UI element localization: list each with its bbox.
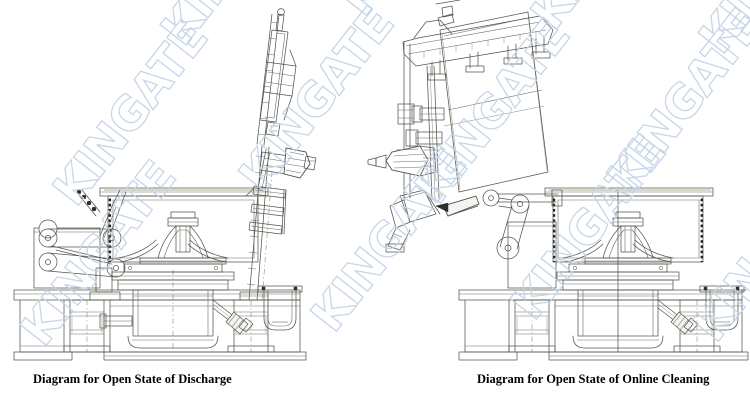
vessel-shell-right bbox=[544, 187, 714, 263]
lattice-mast-left bbox=[235, 8, 317, 301]
support-leg-left-1 bbox=[63, 299, 111, 353]
counterweight-bracket-right bbox=[385, 189, 441, 253]
internal-conical-insert-left bbox=[117, 211, 229, 265]
diagram-left bbox=[13, 8, 317, 361]
hinge-linkage-left bbox=[33, 189, 127, 301]
support-leg-right-2 bbox=[673, 299, 721, 353]
spray-nozzle-assembly-right bbox=[367, 103, 445, 177]
mast-pivot-head-left bbox=[259, 147, 317, 179]
lower-outlet-cone-left bbox=[127, 270, 219, 352]
lid-connector-left bbox=[245, 149, 271, 197]
top-manifold-header-right bbox=[402, 0, 554, 81]
base-skid-frame-right bbox=[458, 289, 749, 361]
guide-rods-right bbox=[403, 41, 440, 201]
lower-outlet-cone-right bbox=[572, 189, 664, 353]
return-pipe-left-diagram bbox=[257, 285, 303, 331]
side-pipe-left bbox=[99, 313, 133, 329]
discharge-nozzle-left bbox=[212, 299, 254, 335]
vessel-shell-left bbox=[99, 187, 269, 263]
support-leg-right-1 bbox=[508, 299, 556, 353]
diagram-right bbox=[257, 0, 749, 361]
caption-left-diagram: Diagram for Open State of Discharge bbox=[33, 372, 232, 386]
pivot-arm-linkage-right bbox=[435, 189, 563, 289]
caption-right-diagram: Diagram for Open State of Online Cleanin… bbox=[477, 372, 710, 386]
gasket-bolt-column-right-a bbox=[553, 196, 557, 262]
pin-chain-left bbox=[76, 189, 97, 212]
discharge-nozzle-right bbox=[657, 299, 699, 335]
gasket-bolt-column-right-b bbox=[699, 196, 703, 262]
hydraulic-cylinder-left bbox=[259, 8, 289, 137]
tilted-cover-plate-right bbox=[439, 11, 549, 193]
return-pipe-right bbox=[699, 285, 745, 331]
internal-conical-insert-right bbox=[562, 211, 674, 265]
base-skid-frame-left bbox=[13, 289, 307, 361]
